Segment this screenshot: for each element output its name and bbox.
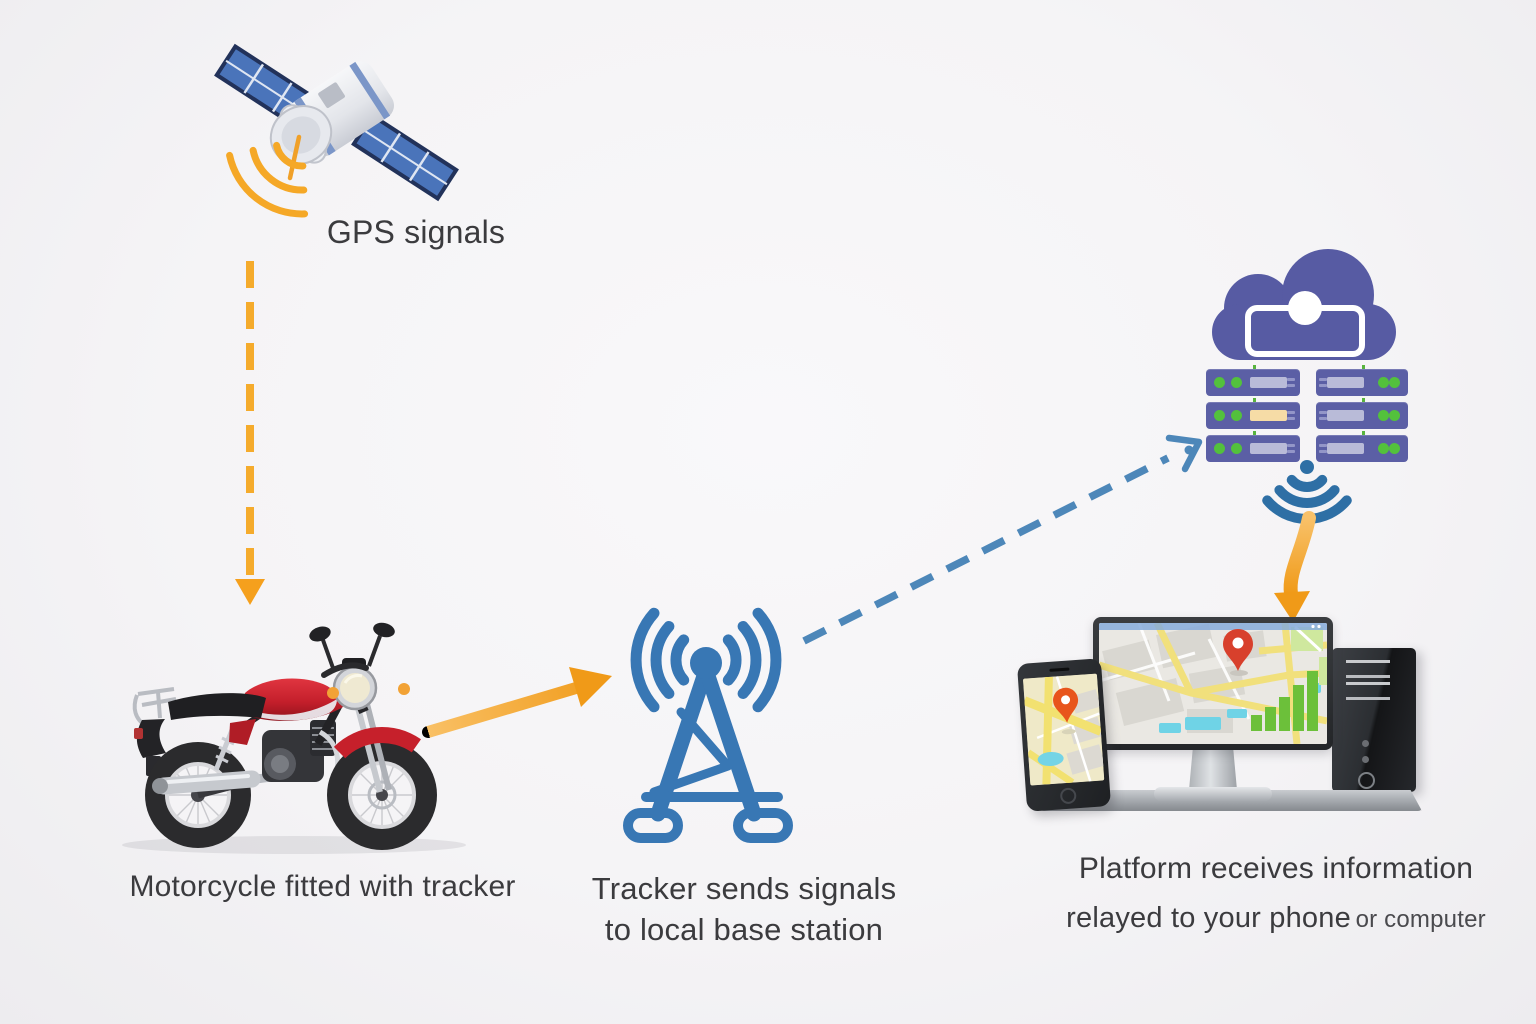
pc-vents	[1346, 660, 1390, 678]
cloud-to-devices-arrow	[1274, 511, 1316, 622]
pc-vents	[1346, 682, 1390, 700]
phone-home-button	[1059, 787, 1077, 805]
server-unit	[1316, 398, 1408, 429]
pc-logo	[1358, 772, 1375, 789]
tower-to-cloud-arrow	[802, 434, 1203, 645]
signal-waves-icon	[226, 141, 309, 218]
monitor-stand-neck	[1189, 748, 1237, 790]
pc-tower-icon	[1332, 648, 1416, 792]
seat	[168, 693, 266, 720]
server-rack-icon	[1206, 365, 1408, 462]
server-unit	[1206, 365, 1300, 396]
platform-label-line2: relayed to your phone or computer	[1066, 902, 1486, 934]
phone-screen	[1022, 673, 1105, 786]
motorcycle-label: Motorcycle fitted with tracker	[129, 870, 516, 903]
exhaust-pipe	[155, 770, 261, 795]
satellite-icon	[214, 43, 459, 218]
tower-label: Tracker sends signals to local base stat…	[558, 868, 930, 950]
motorcycle-icon	[122, 622, 466, 854]
front-fender	[333, 726, 421, 759]
gps-to-motorcycle-arrow	[235, 261, 265, 605]
tower-label-line2: to local base station	[604, 912, 884, 947]
satellite-antenna	[287, 134, 302, 181]
monitor-screen	[1099, 623, 1327, 744]
smartphone-icon	[1016, 658, 1112, 812]
engine	[262, 720, 336, 782]
tower-label-line1: Tracker sends signals	[591, 871, 897, 906]
green-bar-chart	[1251, 671, 1318, 731]
location-pin-icon	[1223, 629, 1253, 676]
location-pin-icon	[1053, 687, 1079, 735]
map-view	[1099, 623, 1327, 744]
platform-label: Platform receives information relayed to…	[1030, 849, 1522, 938]
mirror-right	[373, 622, 395, 638]
desktop-monitor-icon	[1093, 617, 1333, 750]
server-unit	[1206, 431, 1300, 462]
server-unit	[1316, 365, 1408, 396]
monitor-stand-foot	[1154, 787, 1272, 801]
phone-map-view	[1022, 673, 1105, 786]
radio-waves-icon	[630, 607, 782, 713]
mirror-left	[309, 626, 331, 642]
gps-signals-label: GPS signals	[326, 214, 506, 250]
platform-label-line1: Platform receives information	[1078, 852, 1474, 885]
server-unit	[1206, 398, 1300, 429]
phone-speaker	[1049, 667, 1070, 672]
server-unit	[1316, 431, 1408, 462]
cloud-icon	[1212, 249, 1396, 360]
cell-tower-icon	[623, 607, 793, 843]
